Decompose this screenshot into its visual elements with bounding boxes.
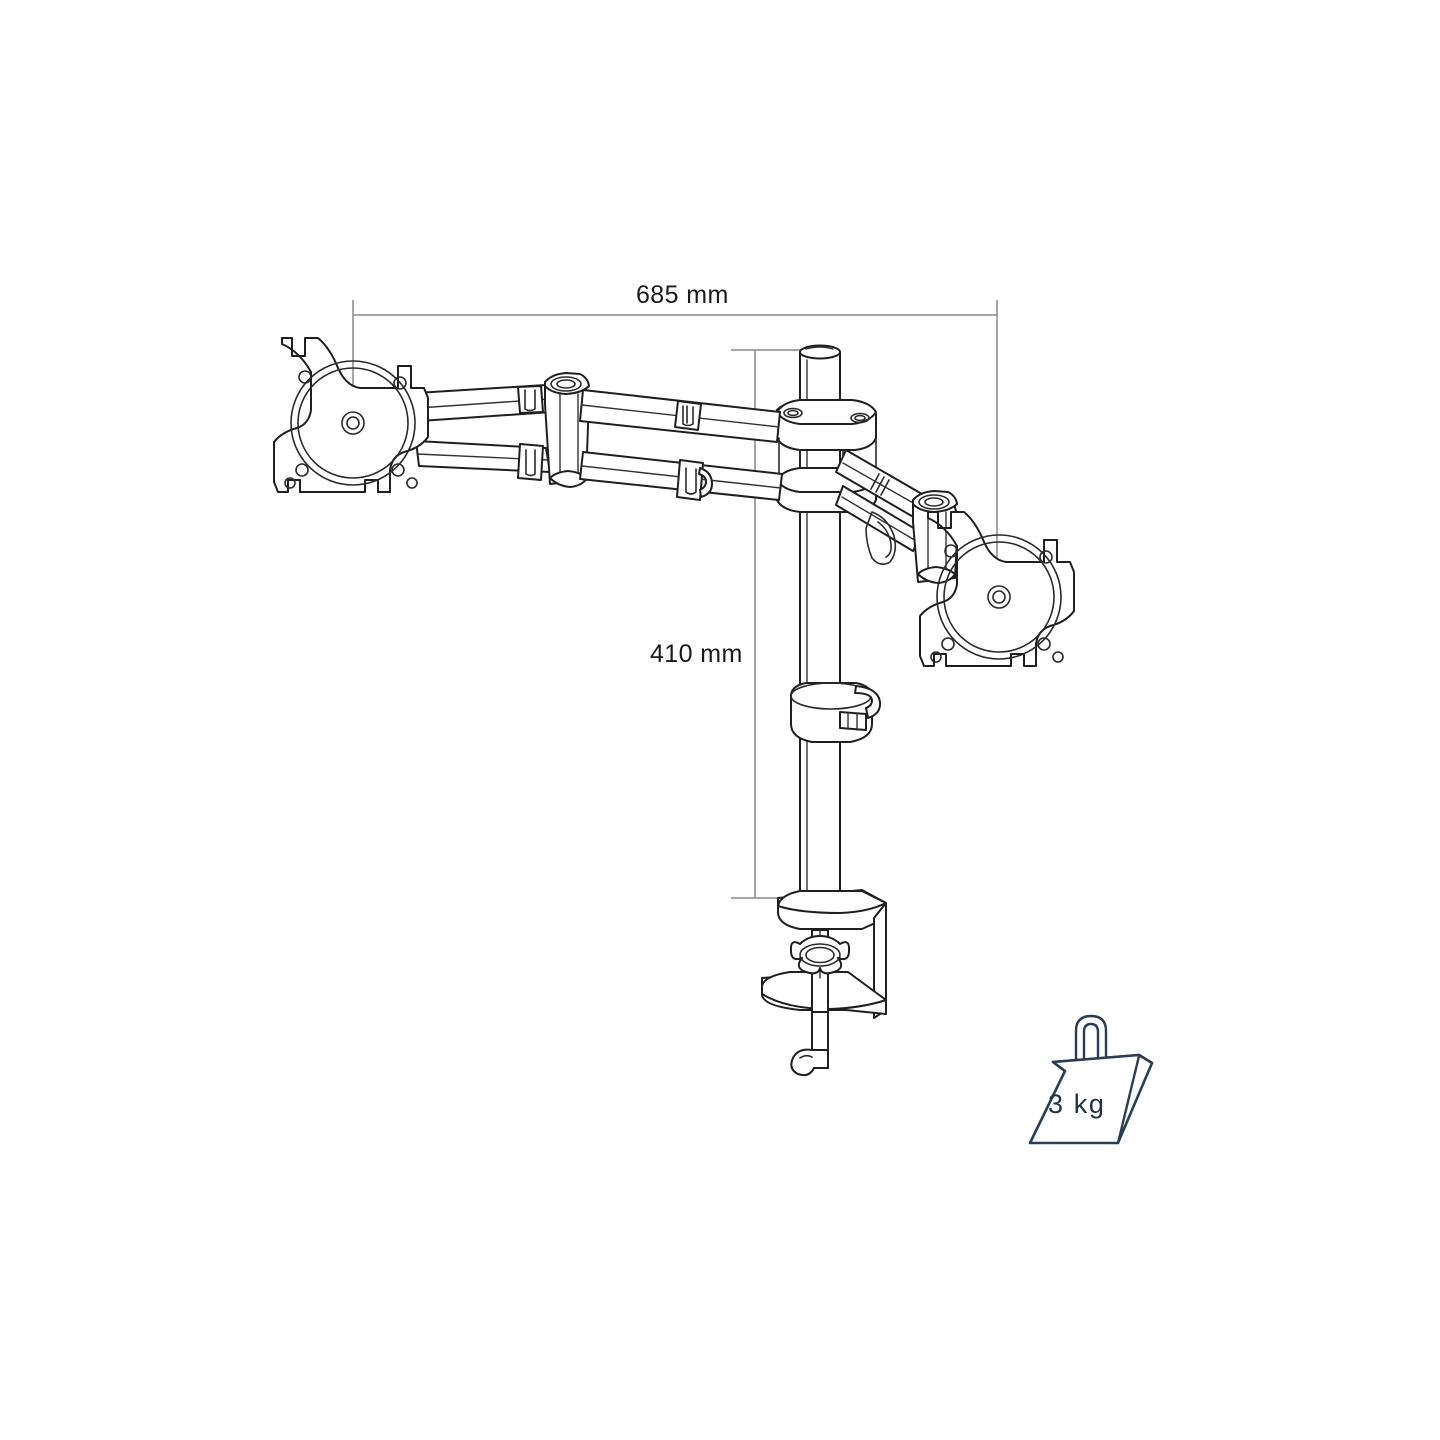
right-monitor-vesa-plate — [919, 511, 1075, 667]
dual-arm-pole-hub — [776, 399, 877, 513]
left-articulating-arm — [415, 372, 783, 501]
weight-capacity-label: 3 kg — [1048, 1089, 1106, 1119]
right-articulating-arm — [835, 449, 959, 584]
weight-block-icon — [1028, 1014, 1154, 1145]
dimension-label-width: 685 mm — [636, 281, 729, 309]
left-monitor-vesa-plate — [273, 337, 429, 493]
pole-cable-management-clip — [790, 682, 882, 743]
dimension-label-height: 410 mm — [650, 640, 743, 668]
c-clamp-desk-mount — [761, 889, 887, 1077]
